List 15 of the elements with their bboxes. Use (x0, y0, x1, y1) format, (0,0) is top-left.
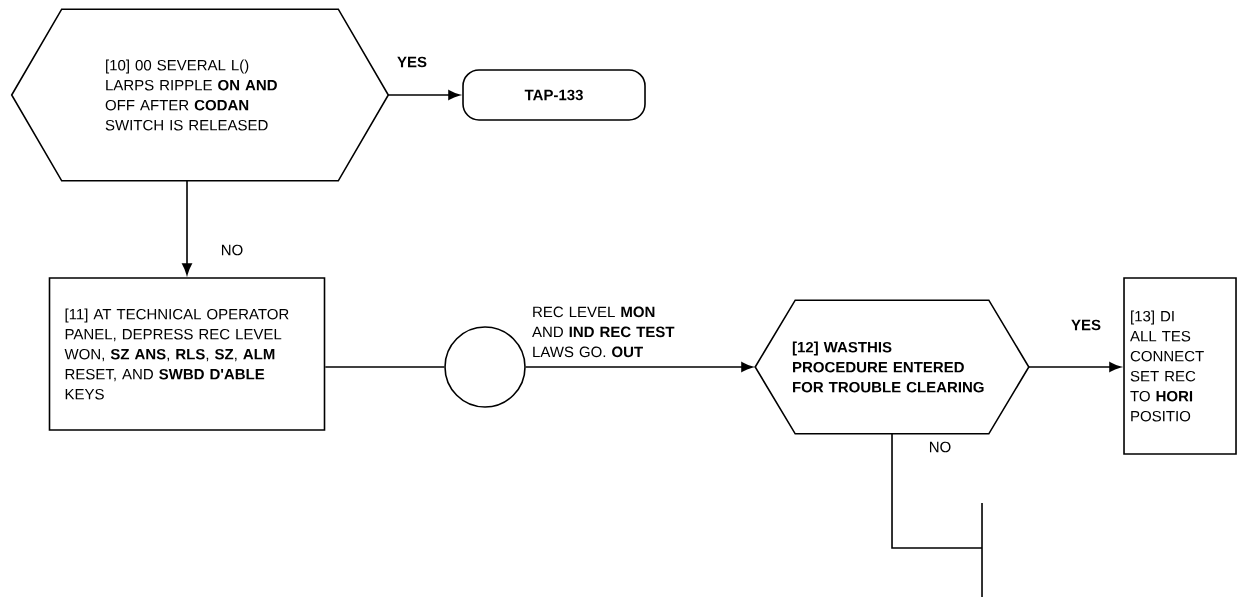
process-box: [11] AT TECHNICAL OPERATOR PANEL, DEPRESS REC LEVEL WON, SZ ANS, RLS, SZ, ALM RESET, AND SWBD D'ABLE KEYS (48, 277, 326, 431)
process-box: [13] DI ALL TES CONNECT SET REC TO HORI POSITIO (1123, 277, 1237, 455)
arrow (1028, 362, 1121, 372)
arrow (387, 90, 460, 100)
terminal-box: TAP-133 (462, 69, 646, 121)
edge-label: NO (927, 440, 953, 454)
edge-label: YES (1070, 318, 1103, 332)
arrow (525, 362, 753, 372)
edge-label: NO (219, 243, 245, 257)
connector-circle (444, 326, 526, 408)
decision-hexagon: [10] 00 SEVERAL L() LARPS RIPPLE ON AND OFF AFTER CODAN SWITCH IS RELEASED (10, 8, 390, 182)
decision-hexagon: [12] WASTHIS PROCEDURE ENTERED FOR TROUBLE CLEARING (754, 299, 1030, 435)
edge-label: YES (396, 55, 428, 69)
arrow (182, 180, 192, 275)
edge-label: REC LEVEL MON AND IND REC TEST LAWS GO. OUT (531, 305, 693, 359)
